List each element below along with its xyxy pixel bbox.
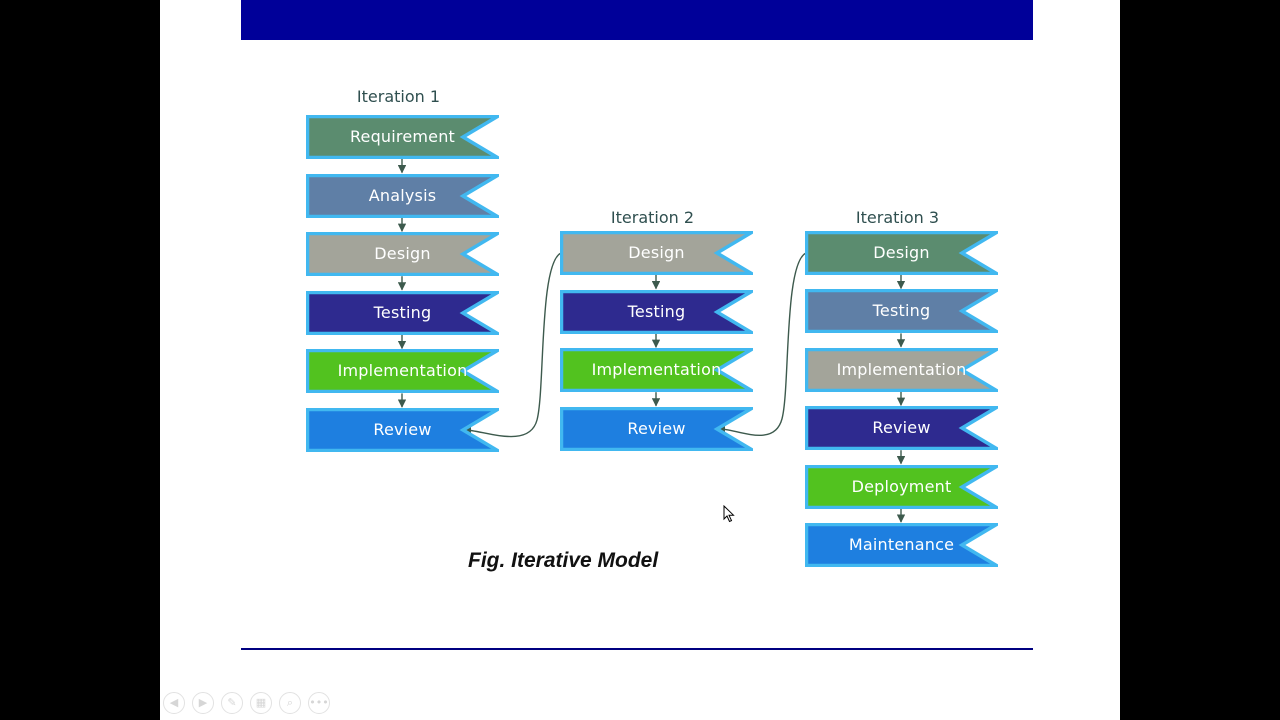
step-label: Review [872,418,931,438]
step-shape [805,347,998,392]
iteration-2-title: Iteration 2 [610,208,695,227]
slide-bottom-rule [241,648,1033,650]
iteration-1-step-implementation: Implementation [306,349,499,394]
step-label: Testing [627,301,686,321]
iteration-3-step-maintenance: Maintenance [805,523,998,567]
step-shape [560,406,753,451]
step-label: Implementation [836,359,967,379]
step-shape [805,464,998,509]
previous-icon: ◀ [169,696,179,709]
iteration-3-step-implementation: Implementation [805,347,998,392]
step-shape [805,523,998,567]
step-label: Design [873,243,930,262]
step-label: Maintenance [848,535,955,554]
step-label: Requirement [349,127,456,146]
step-label: Deployment [851,476,952,496]
zoom-icon: ⌕ [286,696,294,709]
see-all-slides-button[interactable]: ▦ [250,692,272,714]
previous-slide-button[interactable]: ◀ [163,692,185,714]
step-shape [306,232,499,277]
step-label: Testing [373,302,432,322]
step-shape [306,349,499,394]
iteration-3-step-review: Review [805,406,998,451]
pen-icon: ✎ [227,696,237,709]
zoom-button[interactable]: ⌕ [279,692,301,714]
step-label: Review [627,418,686,438]
more-options-button[interactable]: ••• [308,692,330,714]
figure-caption: Fig. Iterative Model [468,549,659,572]
step-shape [560,231,753,275]
step-shape [805,406,998,451]
slideshow-controls: ◀ ▶ ✎ ▦ ⌕ ••• [163,692,330,716]
step-label: Analysis [368,185,437,205]
slides-icon: ▦ [255,696,267,709]
step-shape [805,289,998,334]
pen-button[interactable]: ✎ [221,692,243,714]
step-label: Design [374,244,431,264]
step-label: Testing [872,301,931,321]
step-label: Implementation [591,360,722,380]
step-shape [306,290,499,335]
iteration-2-step-review: Review [560,406,753,451]
step-label: Design [628,243,685,262]
step-label: Implementation [337,361,468,381]
iteration-2-step-design: Design [560,231,753,275]
step-shape [306,115,499,159]
iteration-1-step-requirement: Requirement [306,115,499,159]
next-icon: ▶ [198,696,208,709]
next-slide-button[interactable]: ▶ [192,692,214,714]
more-icon: ••• [309,696,329,709]
iteration-1-step-testing: Testing [306,290,499,335]
step-shape [306,173,499,218]
iteration-1-step-design: Design [306,232,499,277]
iteration-2-step-implementation: Implementation [560,348,753,393]
step-shape [306,408,499,452]
iteration-1-step-analysis: Analysis [306,173,499,218]
iteration-3-title: Iteration 3 [855,208,940,227]
step-shape [805,231,998,275]
step-label: Review [373,420,432,439]
iteration-2-step-testing: Testing [560,289,753,334]
mouse-cursor-icon [723,505,735,523]
step-shape [560,289,753,334]
step-shape [560,348,753,393]
slide-title-bar [241,0,1033,40]
iteration-3-step-deployment: Deployment [805,464,998,509]
iteration-1-title: Iteration 1 [356,87,441,106]
iteration-1-step-review: Review [306,408,499,452]
iteration-3-step-design: Design [805,231,998,275]
iteration-3-step-testing: Testing [805,289,998,334]
